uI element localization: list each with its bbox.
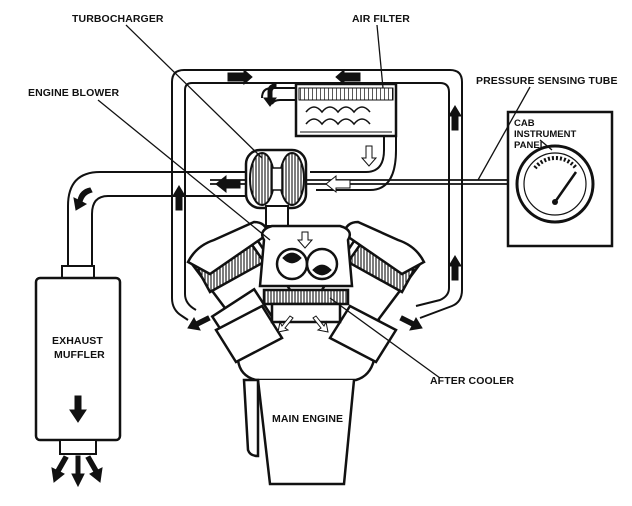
flow-arrow-icon: [335, 68, 361, 86]
turbocharger: [244, 148, 308, 227]
cab-instrument-panel-label-line1: CAB: [514, 118, 535, 129]
air-filter-label: AIR FILTER: [352, 13, 410, 25]
flow-arrow-icon: [227, 68, 253, 86]
main-engine-label: MAIN ENGINE: [272, 413, 343, 425]
air-duct-loop: [171, 69, 463, 321]
cab-instrument-panel-label-line2: INSTRUMENT: [514, 129, 576, 140]
flow-arrow-icon: [360, 145, 378, 167]
leader-lines: [97, 24, 553, 379]
exhaust-muffler-label-line2: MUFFLER: [54, 349, 105, 361]
flow-arrow-icon: [71, 455, 85, 488]
engine-blower-label: ENGINE BLOWER: [28, 87, 119, 99]
flow-arrow-icon: [399, 315, 423, 331]
gauge-needle: [553, 171, 578, 203]
pressure-sensing-tube-label: PRESSURE SENSING TUBE: [476, 75, 618, 87]
flow-arrow-icon: [296, 231, 314, 249]
after-cooler-label: AFTER COOLER: [430, 375, 514, 387]
flow-arrow-icon: [85, 455, 103, 483]
exhaust-muffler: [34, 265, 122, 455]
flow-arrow-icon: [448, 255, 462, 281]
exhaust-muffler-label-line1: EXHAUST: [52, 335, 103, 347]
air-filter: [294, 82, 398, 138]
flow-arrow-icon: [215, 174, 241, 194]
flow-arrow-icon: [312, 315, 329, 333]
flow-arrow-icon: [51, 455, 69, 483]
cab-instrument-panel: [506, 110, 614, 248]
flow-arrow-icon: [263, 83, 277, 107]
flow-arrow-icon: [448, 105, 462, 131]
flow-arrow-icon: [172, 185, 186, 211]
flow-arrow-icon: [73, 187, 93, 211]
flow-arrow-icon: [277, 315, 294, 333]
turbocharger-label: TURBOCHARGER: [72, 13, 164, 25]
flow-arrow-icon: [69, 395, 87, 423]
exhaust-pipe: [67, 171, 246, 268]
flow-arrow-icon: [325, 174, 351, 194]
cab-instrument-panel-label-line3: PANEL: [514, 140, 546, 151]
flow-arrows: [51, 68, 462, 488]
flow-arrow-icon: [187, 315, 211, 331]
main-engine: [186, 220, 426, 486]
